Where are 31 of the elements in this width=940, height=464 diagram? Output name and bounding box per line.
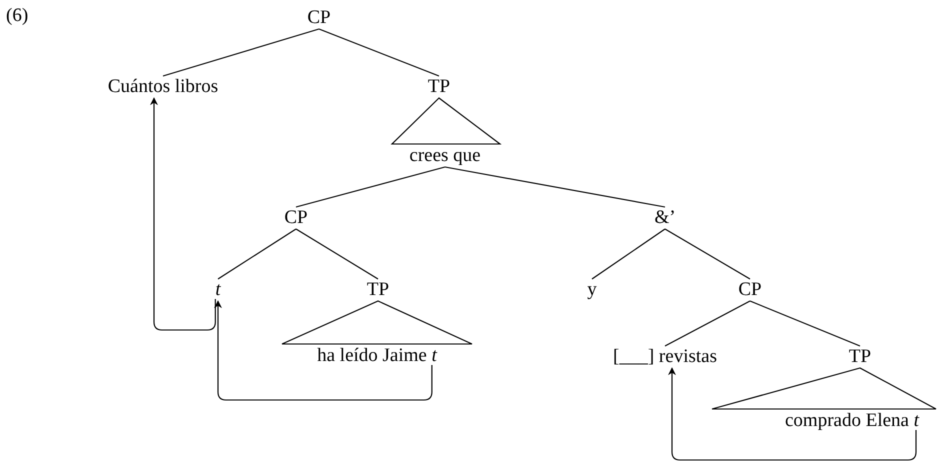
tree-node-label: comprado Elena t xyxy=(784,410,920,432)
tree-branch xyxy=(664,300,750,346)
tree-node-label: TP xyxy=(426,76,452,98)
tree-node-label: [___] revistas xyxy=(612,346,718,368)
tree-node-label: TP xyxy=(848,346,872,368)
movement-arrow xyxy=(668,367,917,461)
tree-node-label: ha leído Jaime t xyxy=(316,345,438,367)
tree-branch xyxy=(750,300,860,346)
tree-node-label: CP xyxy=(283,207,309,229)
tree-branch xyxy=(296,228,378,280)
tree-branch xyxy=(318,28,440,77)
triangle-roof xyxy=(711,367,937,410)
tree-node-label: crees que xyxy=(408,145,482,167)
tree-branch xyxy=(664,228,750,280)
tree-branch xyxy=(162,28,320,77)
movement-arrow xyxy=(214,300,432,401)
tree-branch xyxy=(296,166,446,208)
tree-branch xyxy=(592,228,666,280)
triangle-roof xyxy=(390,97,502,145)
tree-node-label: CP xyxy=(737,279,763,301)
example-number: (6) xyxy=(6,6,28,25)
tree-node-label: y xyxy=(586,279,598,301)
tree-node-label: CP xyxy=(306,7,332,29)
tree-branch xyxy=(218,228,296,280)
tree-node-label: TP xyxy=(366,279,390,301)
tree-node-label: t xyxy=(214,279,222,301)
tree-node-label: Cuántos libros xyxy=(106,76,220,98)
movement-arrow xyxy=(150,97,216,331)
triangle-roof xyxy=(281,300,473,345)
tree-branch xyxy=(444,166,666,208)
tree-node-label: &’ xyxy=(653,207,677,229)
